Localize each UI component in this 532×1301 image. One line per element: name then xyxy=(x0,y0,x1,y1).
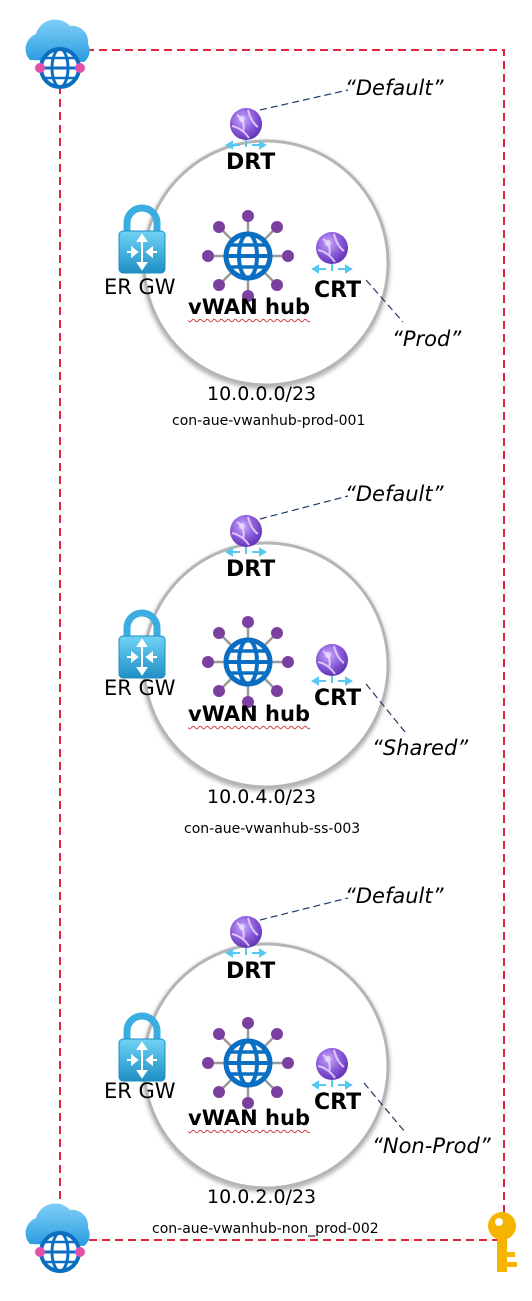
drt-icon xyxy=(226,107,266,149)
er-gateway-label: ER GW xyxy=(104,1079,176,1103)
crt-label: CRT xyxy=(314,686,362,711)
custom-route-table-label: “Non-Prod” xyxy=(372,1134,491,1158)
hub-name: con-aue-vwanhub-prod-001 xyxy=(172,413,366,429)
vwan-hub-icon xyxy=(202,616,294,708)
hub-address-space: 10.0.2.0/23 xyxy=(207,1186,317,1208)
er-gateway-lock-icon xyxy=(119,613,165,678)
custom-route-table-label: “Shared” xyxy=(372,736,469,760)
key-icon xyxy=(488,1212,517,1272)
er-gateway-label: ER GW xyxy=(104,275,176,299)
drt-label: DRT xyxy=(226,557,276,582)
er-gateway-label: ER GW xyxy=(104,676,176,700)
vwan-hub-icon xyxy=(202,210,294,302)
drt-label: DRT xyxy=(226,150,276,175)
default-route-table-label: “Default” xyxy=(345,482,444,506)
drt-icon xyxy=(226,915,266,957)
custom-route-table-label: “Prod” xyxy=(392,327,462,351)
hub-address-space: 10.0.4.0/23 xyxy=(207,786,317,808)
drt-label: DRT xyxy=(226,959,276,984)
boundary-line xyxy=(59,49,505,1241)
default-route-table-label: “Default” xyxy=(345,76,444,100)
crt-label: CRT xyxy=(314,1090,362,1115)
vwan-hub-label: vWAN hub xyxy=(188,295,310,319)
vwan-hub-icon xyxy=(202,1017,294,1109)
drt-icon xyxy=(226,514,266,556)
er-gateway-lock-icon xyxy=(119,208,165,273)
prod-rt-connector xyxy=(365,279,404,323)
virtual-wan-cloud-icon-bottom xyxy=(23,1201,92,1273)
virtual-wan-cloud-icon xyxy=(23,17,92,89)
default-rt-connector-2 xyxy=(259,495,349,520)
hub-name: con-aue-vwanhub-non_prod-002 xyxy=(152,1221,379,1237)
hub-name: con-aue-vwanhub-ss-003 xyxy=(184,821,361,837)
crt-label: CRT xyxy=(314,278,362,303)
vwan-hub-label: vWAN hub xyxy=(188,702,310,726)
hub-address-space: 10.0.0.0/23 xyxy=(207,383,317,405)
vwan-hub-label: vWAN hub xyxy=(188,1106,310,1130)
default-rt-connector-3 xyxy=(259,897,349,921)
er-gateway-lock-icon xyxy=(119,1016,165,1081)
default-rt-connector-1 xyxy=(259,89,349,111)
default-route-table-label: “Default” xyxy=(345,884,444,908)
